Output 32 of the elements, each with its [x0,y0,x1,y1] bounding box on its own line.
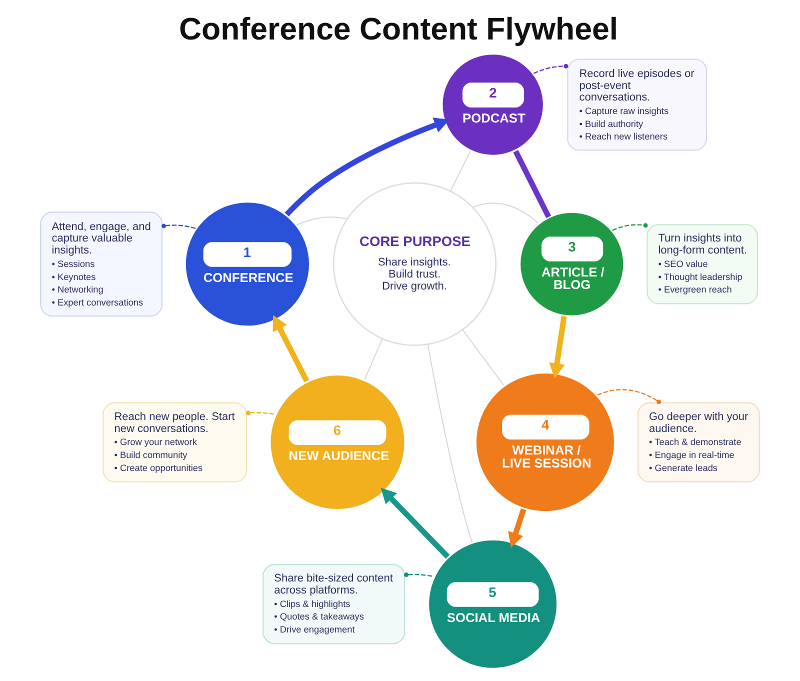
connector [462,330,504,386]
diagram-title: Conference Content Flywheel [178,12,618,47]
node-circle: 1 CONFERENCE [183,200,312,328]
connector [427,344,473,543]
node-circle: 5 SOCIAL MEDIA [426,538,560,671]
node-circle: CORE PURPOSE Share insights. Build trust. Drive growth. [332,182,497,346]
node-circle: 6 NEW AUDIENCE [268,372,408,512]
node-box: Share bite-sized content across platforms. • Clips & highlights • Quotes & takeaways • Drive engagement [262,564,406,644]
node-circle: 3 ARTICLE / BLOG [518,210,626,318]
connector [364,338,383,380]
connector [162,224,196,230]
node-circle: 4 WEBINAR / LIVE SESSION [474,370,617,514]
node-box: Attend, engage, and capture valuable insights. • Sessions • Keynotes • Networking • Expert conversations [40,212,163,317]
connector [404,572,434,578]
node-box: Turn insights into long-form content. • SEO value • Thought leadership • Evergreen reach [646,224,758,304]
arrow [508,508,526,548]
node-circle: 2 PODCAST [440,52,546,158]
node-box: Record live episodes or post-event conversations. • Capture raw insights • Build authority • Reach new listeners [567,58,708,151]
arrow [284,118,450,216]
connector [450,151,471,192]
arrow [380,488,450,559]
arrow [272,315,310,382]
arrow [549,316,567,378]
connector [246,410,276,416]
connector [472,202,539,224]
connector [597,389,662,404]
node-box: Reach new people. Start new conversations. • Grow your network • Build community • Create opportunities [102,402,248,482]
connector [513,150,552,218]
connector [533,64,568,74]
connector [296,216,348,226]
node-box: Go deeper with your audience. • Teach & demonstrate • Engage in real-time • Generate leads [637,402,760,482]
connector [612,223,648,231]
